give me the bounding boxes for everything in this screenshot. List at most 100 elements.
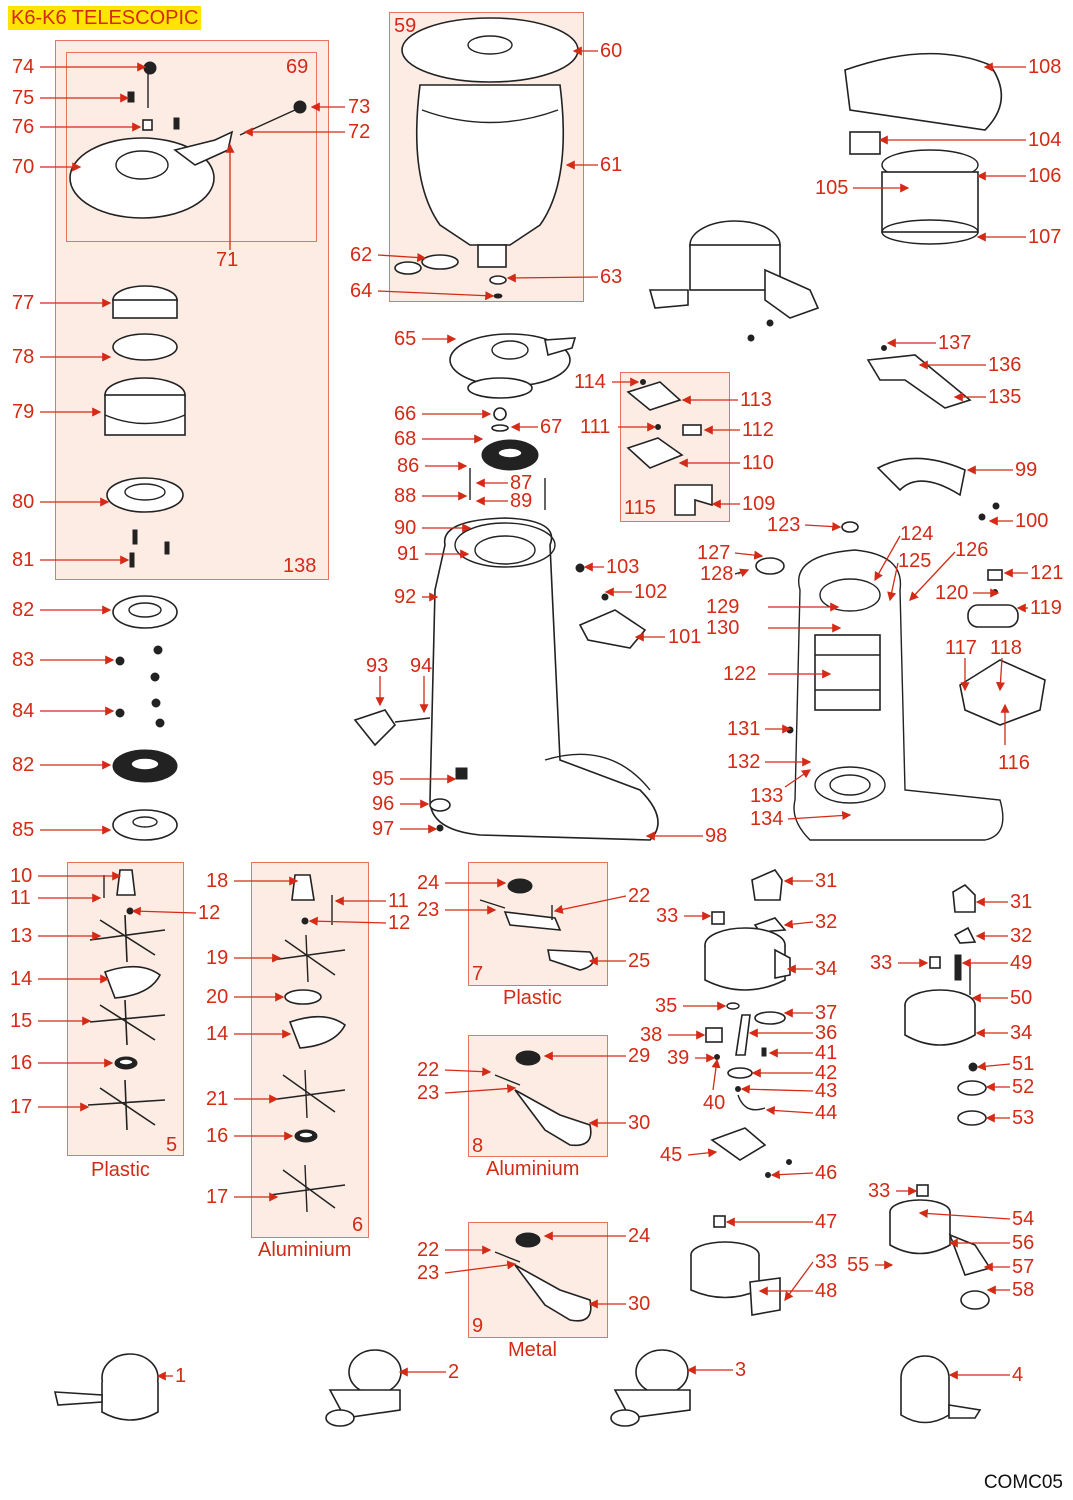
leader-line-32 (783, 919, 814, 929)
group-label-69: 69 (286, 56, 309, 78)
distributor-parts-drawing (87, 869, 347, 1213)
part-label-49: 49 (1010, 952, 1033, 974)
part-label-52: 52 (1012, 1076, 1035, 1098)
part-label-33: 33 (868, 1180, 891, 1202)
part-label-118: 118 (990, 637, 1022, 659)
part-label-53: 53 (1012, 1107, 1035, 1129)
leader-line-124 (874, 535, 901, 582)
burr-stack-drawing (104, 285, 186, 841)
part-label-100: 100 (1015, 510, 1049, 532)
part-label-104: 104 (1028, 129, 1062, 151)
part-label-129: 129 (706, 596, 740, 618)
part-label-136: 136 (988, 354, 1022, 376)
part-label-23: 23 (417, 1262, 440, 1284)
part-label-85: 85 (12, 819, 35, 841)
part-label-2: 2 (448, 1361, 460, 1383)
part-label-24: 24 (628, 1225, 651, 1247)
part-label-12: 12 (388, 912, 411, 934)
part-label-57: 57 (1012, 1256, 1035, 1278)
part-label-77: 77 (12, 292, 35, 314)
part-label-92: 92 (394, 586, 417, 608)
part-label-131: 131 (727, 718, 761, 740)
part-label-94: 94 (410, 655, 433, 677)
part-label-93: 93 (366, 655, 389, 677)
part-label-17: 17 (206, 1186, 229, 1208)
switch-assembly-drawing (626, 379, 713, 516)
part-label-38: 38 (640, 1024, 663, 1046)
part-label-98: 98 (705, 825, 728, 847)
leader-line-123 (804, 522, 842, 532)
leader-line-127 (734, 550, 764, 560)
group-label-59: 59 (394, 15, 417, 37)
part-label-103: 103 (606, 556, 640, 578)
part-label-137: 137 (938, 332, 972, 354)
part-label-109: 109 (742, 493, 776, 515)
part-label-16: 16 (206, 1125, 229, 1147)
part-label-102: 102 (634, 581, 668, 603)
part-label-82: 82 (12, 754, 35, 776)
grinder-body-drawing (353, 333, 659, 841)
group-label-5: 5 (166, 1134, 178, 1156)
part-label-22: 22 (628, 885, 651, 907)
part-label-34: 34 (1010, 1022, 1033, 1044)
leader-line-51 (976, 1061, 1011, 1071)
group-label-6: 6 (352, 1214, 364, 1236)
part-label-56: 56 (1012, 1232, 1035, 1254)
part-label-121: 121 (1030, 562, 1064, 584)
part-label-11: 11 (388, 890, 409, 912)
leader-line-64 (377, 290, 495, 301)
leader-line-118 (995, 657, 1006, 692)
part-label-14: 14 (10, 968, 33, 990)
leader-line-45 (687, 1148, 718, 1158)
part-label-20: 20 (206, 986, 229, 1008)
leader-line-43 (740, 1084, 814, 1094)
part-label-119: 119 (1030, 597, 1062, 619)
part-label-79: 79 (12, 401, 35, 423)
part-label-113: 113 (740, 389, 772, 411)
part-label-33: 33 (870, 952, 893, 974)
part-label-58: 58 (1012, 1279, 1035, 1301)
lever-parts-drawing (479, 878, 595, 1322)
leader-line-126 (909, 551, 956, 601)
part-label-55: 55 (847, 1254, 870, 1276)
part-label-24: 24 (417, 872, 440, 894)
part-label-30: 30 (628, 1112, 651, 1134)
part-label-17: 17 (10, 1096, 33, 1118)
part-label-125: 125 (898, 550, 932, 572)
part-label-22: 22 (417, 1059, 440, 1081)
part-label-82: 82 (12, 599, 35, 621)
leader-line-23 (444, 1260, 517, 1274)
part-label-23: 23 (417, 1082, 440, 1104)
leader-line-62 (377, 252, 427, 263)
diagram-title: K6-K6 TELESCOPIC (8, 6, 202, 30)
leader-line-22 (444, 1067, 492, 1077)
part-label-35: 35 (655, 995, 678, 1017)
part-label-114: 114 (574, 371, 606, 393)
part-label-37: 37 (815, 1002, 838, 1024)
complete-dosers-drawing (53, 1349, 982, 1427)
part-label-72: 72 (348, 121, 371, 143)
part-label-10: 10 (10, 865, 33, 887)
group-caption-6: Aluminium (258, 1239, 352, 1261)
part-label-126: 126 (955, 539, 989, 561)
part-label-107: 107 (1028, 226, 1062, 248)
part-label-41: 41 (815, 1042, 838, 1064)
group-label-115: 115 (624, 497, 656, 519)
part-label-76: 76 (12, 116, 35, 138)
group-caption-9: Metal (508, 1339, 557, 1361)
part-label-80: 80 (12, 491, 35, 513)
part-label-18: 18 (206, 870, 229, 892)
doser-cover-drawing (648, 52, 1003, 521)
part-label-43: 43 (815, 1080, 838, 1102)
part-label-84: 84 (12, 700, 35, 722)
part-label-4: 4 (1012, 1364, 1024, 1386)
group-label-8: 8 (472, 1135, 484, 1157)
group-caption-5: Plastic (91, 1159, 150, 1181)
part-label-88: 88 (394, 485, 417, 507)
part-label-86: 86 (397, 455, 420, 477)
part-label-96: 96 (372, 793, 395, 815)
part-label-21: 21 (206, 1088, 229, 1110)
part-label-105: 105 (815, 177, 849, 199)
part-label-46: 46 (815, 1162, 838, 1184)
part-label-120: 120 (935, 582, 969, 604)
